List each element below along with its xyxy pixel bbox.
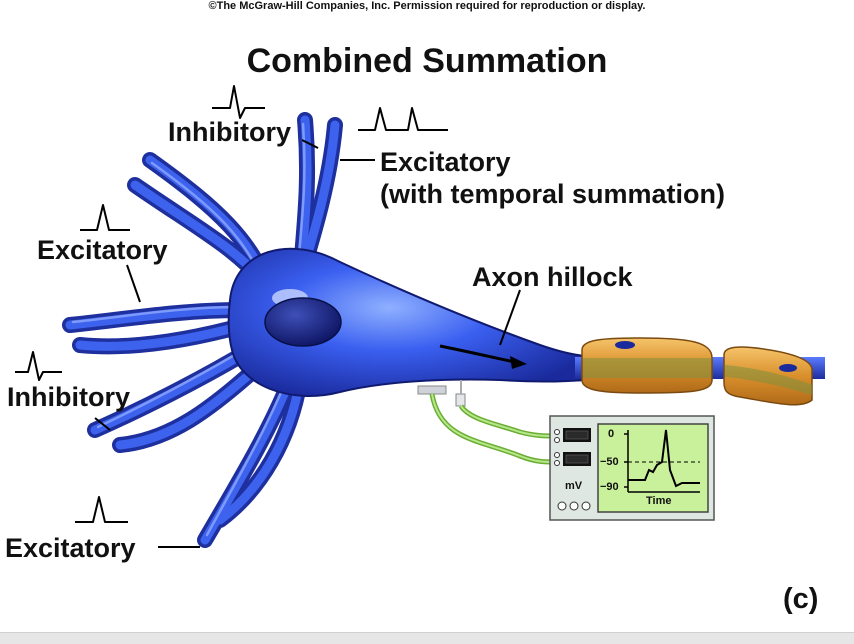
meter-tick-90: −90 xyxy=(600,481,619,493)
figure-title: Combined Summation xyxy=(246,42,608,80)
scope-screen xyxy=(597,423,709,513)
excitatory-temporal-trace xyxy=(358,107,448,131)
inhibitory-trace-left xyxy=(15,351,62,381)
leader-lines xyxy=(94,139,521,548)
label-excitatory-temporal: Excitatory xyxy=(380,147,511,177)
meter-unit-label: mV xyxy=(565,480,583,492)
action-potential-trace xyxy=(628,429,700,488)
label-excitatory-left: Excitatory xyxy=(37,235,168,265)
bottom-bar xyxy=(0,632,854,644)
label-inhibitory-top: Inhibitory xyxy=(168,117,291,147)
inhibitory-trace-top xyxy=(212,85,265,119)
electrode xyxy=(417,380,466,407)
label-excitatory-bottom: Excitatory xyxy=(5,533,136,563)
excitatory-trace-bottom xyxy=(75,496,128,523)
panel-label: (c) xyxy=(783,583,819,615)
excitatory-trace-left xyxy=(80,204,130,231)
label-temporal-summation: (with temporal summation) xyxy=(380,179,726,209)
label-axon-hillock: Axon hillock xyxy=(472,262,633,292)
oscilloscope xyxy=(549,415,715,521)
meter-tick-50: −50 xyxy=(600,456,619,468)
label-inhibitory-left: Inhibitory xyxy=(7,382,130,412)
axon xyxy=(575,337,825,406)
psp-traces xyxy=(15,85,448,523)
meter-tick-0: 0 xyxy=(608,428,615,440)
meter-time-label: Time xyxy=(646,495,672,507)
copyright-notice: ©The McGraw-Hill Companies, Inc. Permiss… xyxy=(208,0,646,12)
nucleus xyxy=(264,297,342,347)
hillock-arrow xyxy=(439,344,527,369)
